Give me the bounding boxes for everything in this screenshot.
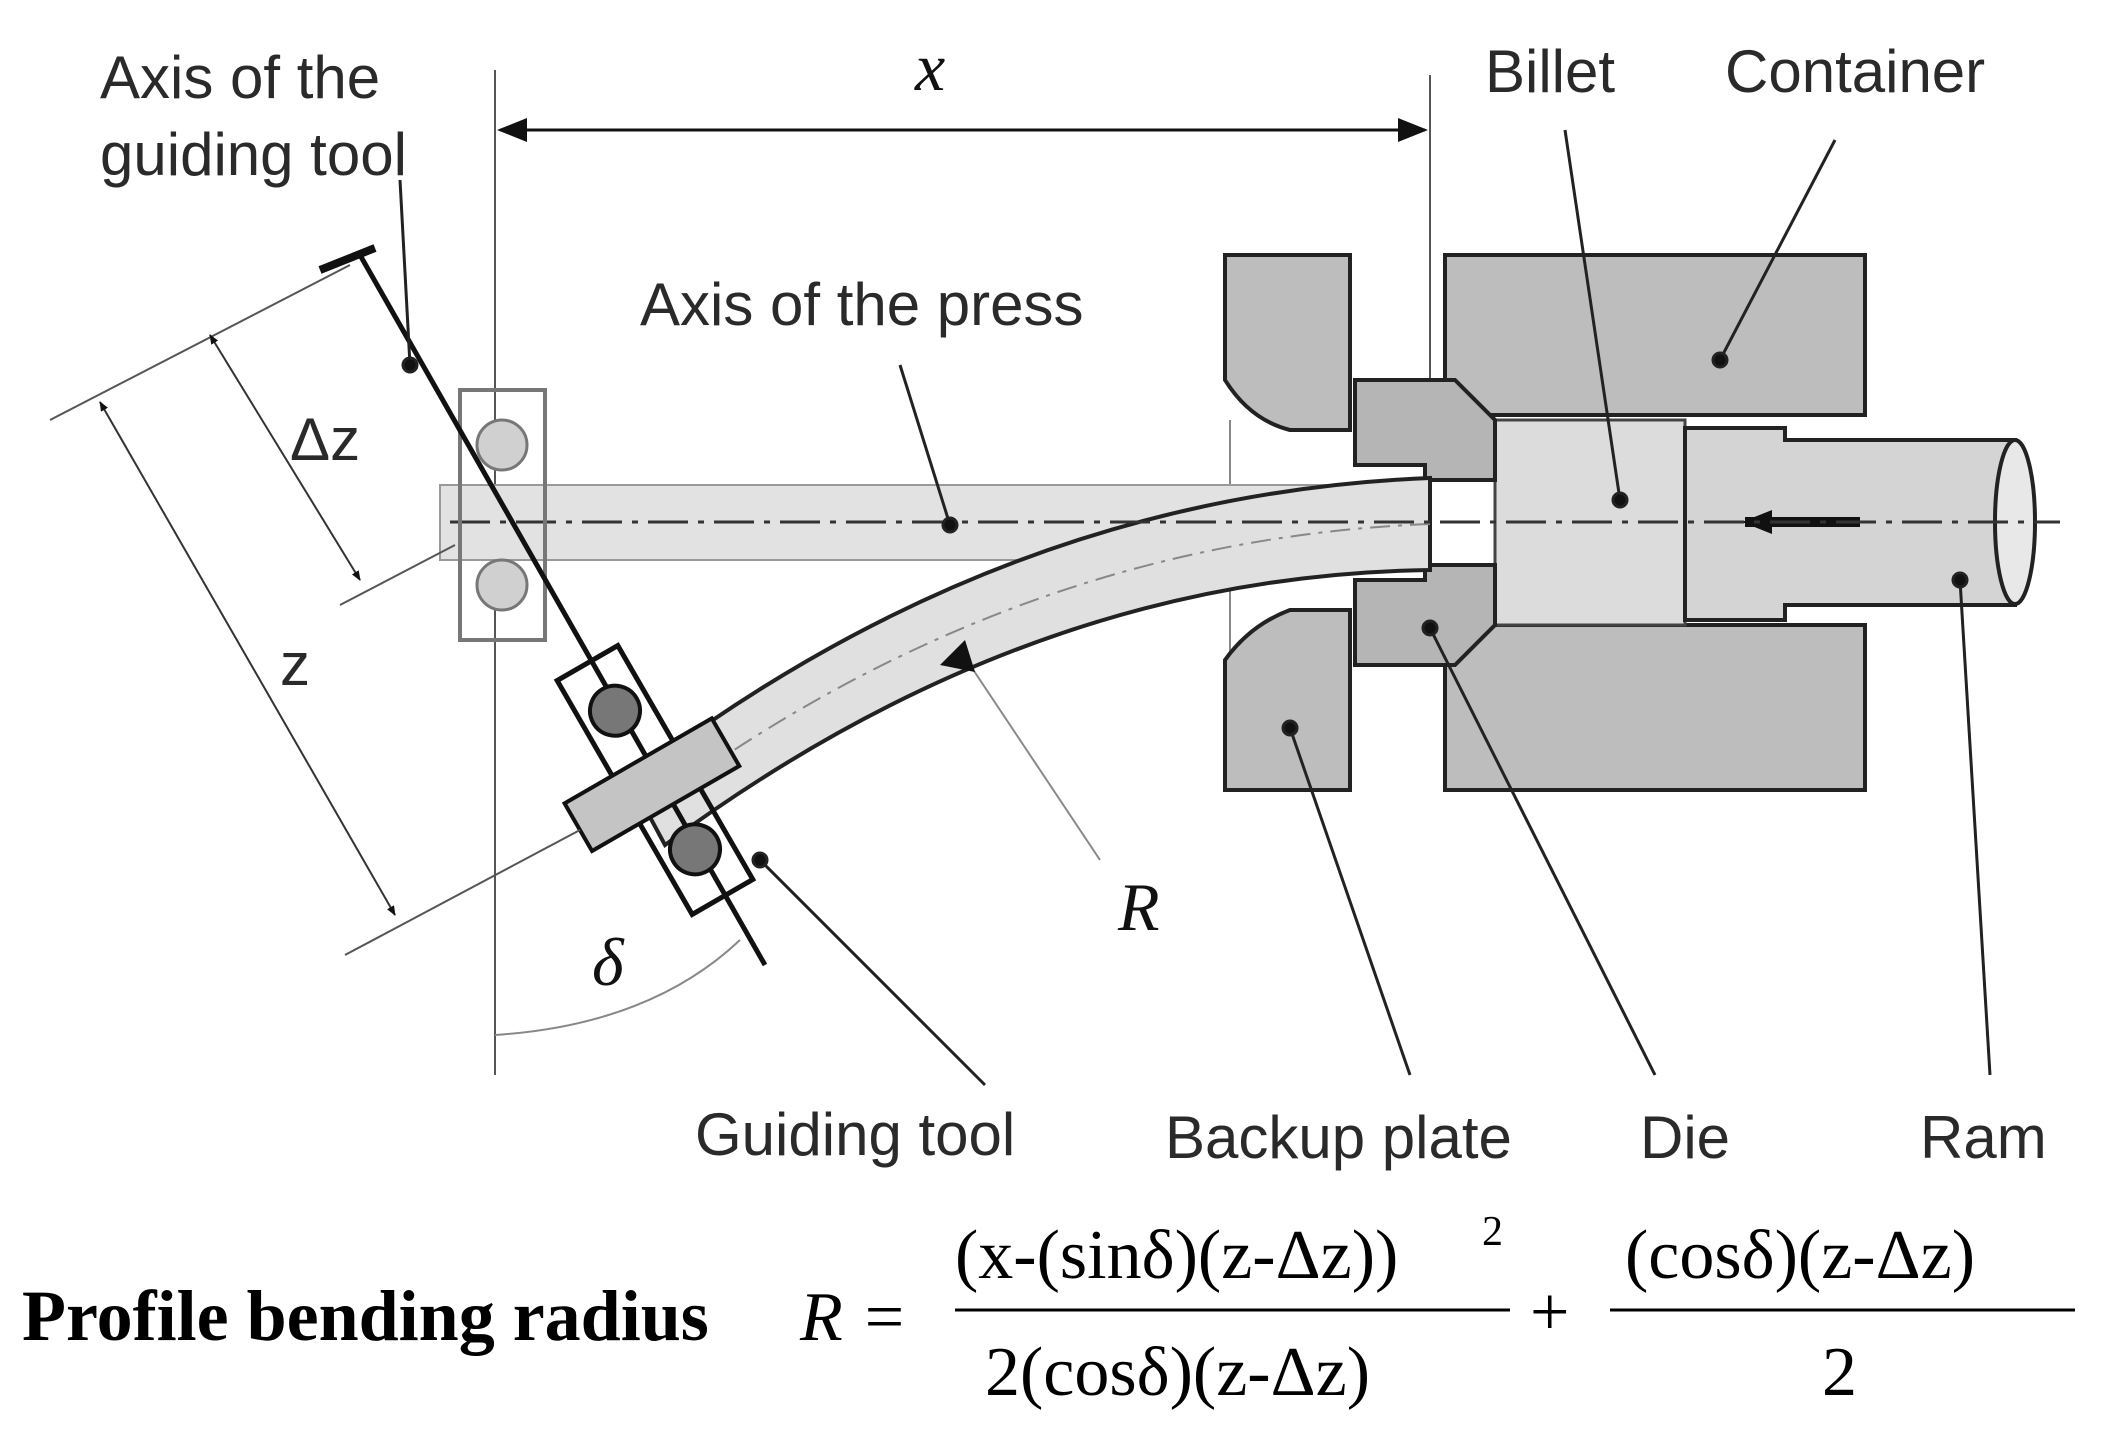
delta-angle-arc [494, 939, 741, 1036]
formula-denominator-2: 2 [1822, 1334, 1857, 1411]
leader-lines [398, 129, 1992, 1087]
container-label: Container [1725, 38, 1985, 105]
radius-pointer [959, 649, 1101, 861]
radius-arrow-head [940, 640, 975, 672]
die [1353, 378, 1497, 667]
r-symbol: R [1117, 869, 1160, 945]
press-rollers [458, 388, 547, 642]
z-symbol: z [280, 631, 310, 698]
bending-radius-formula: Profile bending radius R = (x-(sinδ)(z-Δ… [22, 1209, 2075, 1411]
axis-guiding-tool-label-2: guiding tool [100, 121, 407, 188]
die-label: Die [1640, 1104, 1730, 1171]
dz-symbol: Δz [290, 406, 360, 473]
x-symbol: x [914, 29, 945, 105]
billet-label: Billet [1485, 38, 1615, 105]
backup-plate-label: Backup plate [1165, 1104, 1512, 1171]
container [1443, 253, 1867, 792]
formula-denominator-1: 2(cosδ)(z-Δz) [985, 1334, 1370, 1411]
formula-plus: + [1530, 1274, 1569, 1351]
z-dimension-line [99, 401, 396, 916]
dim-extension-top [49, 264, 351, 421]
dim-extension-bottom [344, 829, 581, 956]
formula-numerator-1-exponent: 2 [1482, 1209, 1503, 1255]
formula-numerator-1: (x-(sinδ)(z-Δz)) [955, 1217, 1398, 1294]
ram-label: Ram [1920, 1104, 2047, 1171]
formula-numerator-2: (cosδ)(z-Δz) [1625, 1217, 1975, 1294]
axis-press-label: Axis of the press [640, 271, 1084, 338]
dz-dimension-line [209, 334, 361, 581]
guiding-tool-label: Guiding tool [695, 1101, 1015, 1168]
guiding-tool [553, 642, 757, 918]
delta-symbol: δ [592, 924, 625, 1000]
formula-lhs: R = [799, 1279, 908, 1356]
ram [1683, 426, 2037, 622]
backup-plate [1223, 253, 1352, 792]
formula-title: Profile bending radius [22, 1276, 709, 1356]
guiding-tool-axis-end [318, 244, 377, 274]
axis-guiding-tool-label-1: Axis of the [100, 44, 380, 111]
